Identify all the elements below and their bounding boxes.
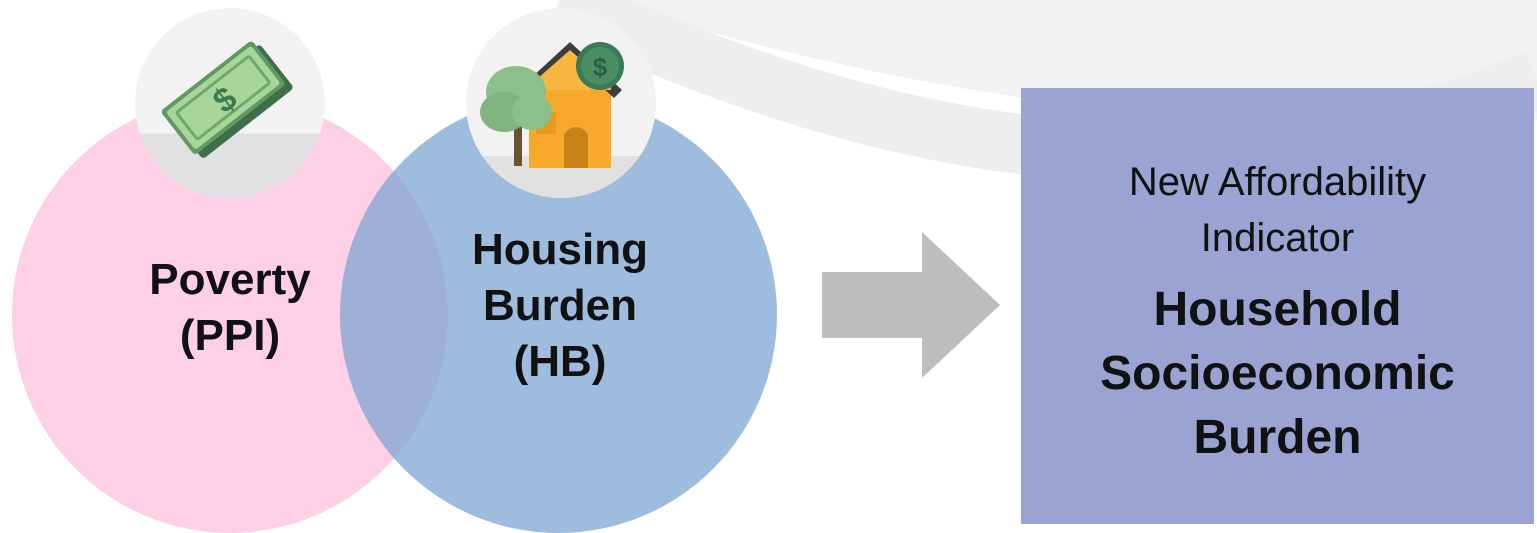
result-subtitle-line-2: Indicator	[1200, 216, 1355, 260]
money-icon: $	[161, 41, 293, 158]
poverty-label-line-1: Poverty	[149, 255, 311, 304]
housing-burden-label: Housing Burden (HB)	[440, 222, 680, 390]
housing-label-line-3: (HB)	[513, 337, 607, 386]
housing-label-line-1: Housing	[472, 225, 648, 274]
result-title-line-2: Socioeconomic	[1100, 347, 1455, 400]
housing-label-line-2: Burden	[483, 281, 637, 330]
result-title-line-1: Household	[1153, 283, 1402, 336]
house-icon: $	[480, 42, 624, 168]
svg-text:$: $	[593, 52, 608, 82]
house-icon-badge: $	[466, 8, 656, 198]
poverty-label-line-2: (PPI)	[179, 311, 281, 360]
result-subtitle-line-1: New Affordability	[1128, 160, 1427, 204]
money-icon-badge: $	[135, 8, 325, 198]
result-indicator-box: New Affordability Indicator Household So…	[1021, 88, 1534, 524]
poverty-label: Poverty (PPI)	[110, 252, 350, 364]
result-subtitle: New Affordability Indicator	[1129, 154, 1426, 266]
right-arrow-icon	[822, 232, 1000, 378]
result-title-line-3: Burden	[1193, 411, 1362, 464]
result-title: Household Socioeconomic Burden	[1100, 278, 1455, 470]
